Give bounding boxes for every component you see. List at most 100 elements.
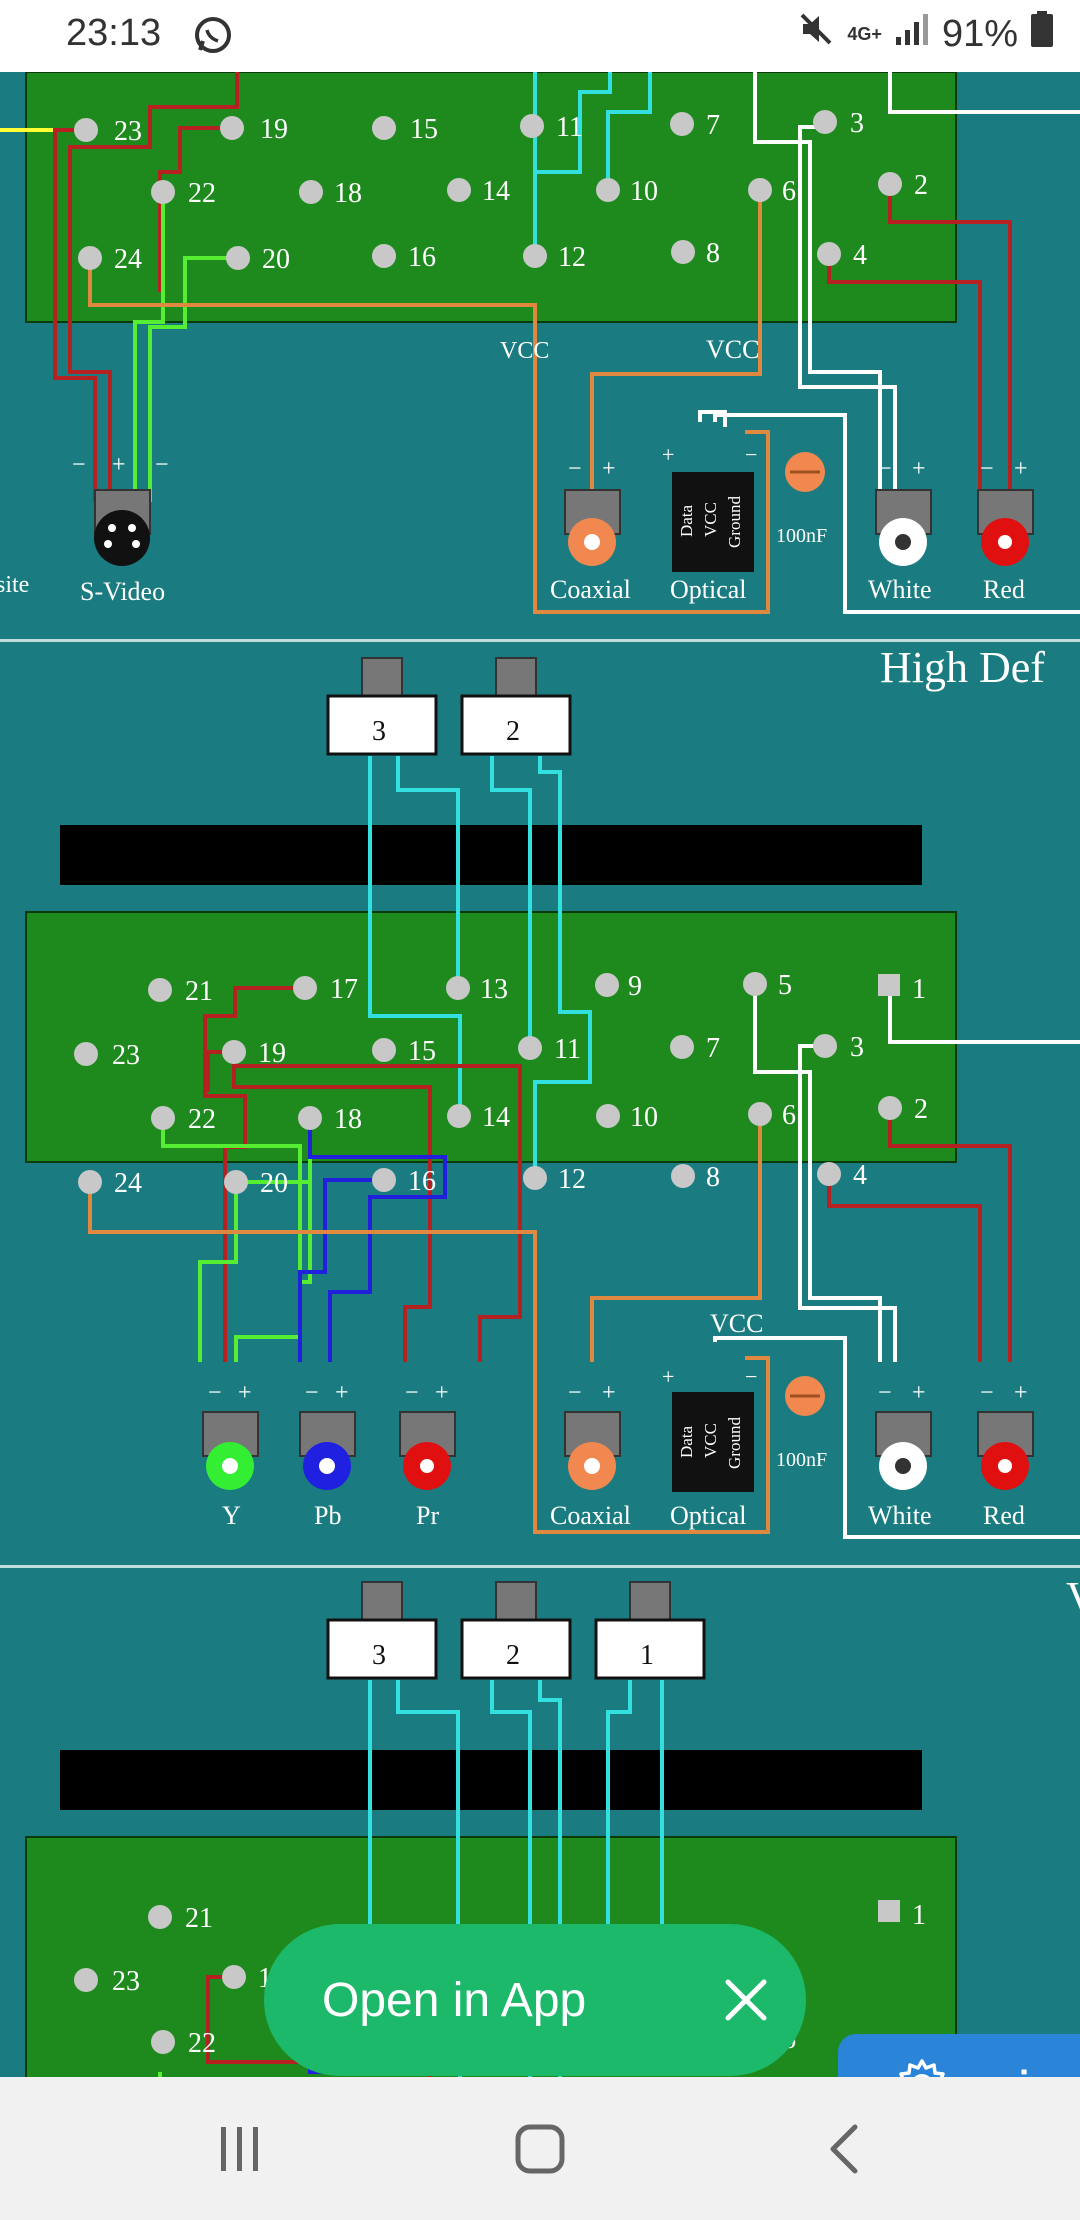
svg-text:1: 1: [640, 1640, 654, 1671]
svg-text:+: +: [602, 456, 616, 482]
svg-text:−: −: [878, 1380, 892, 1406]
svg-text:6: 6: [782, 1100, 796, 1131]
svg-text:Ground: Ground: [725, 496, 744, 548]
svg-text:15: 15: [410, 114, 438, 145]
svg-text:2: 2: [914, 1094, 928, 1125]
svg-text:−: −: [568, 1380, 582, 1406]
svg-text:7: 7: [706, 1033, 720, 1064]
svg-text:+: +: [435, 1380, 449, 1406]
svg-text:3: 3: [372, 1640, 386, 1671]
pin: 23: [74, 1040, 140, 1071]
panel2-connectors: −+ Y −+ Pb −+ Pr −+ Coaxial VCC +− Da: [202, 1309, 1034, 1530]
pin: 15: [372, 114, 438, 145]
clock: 23:13: [66, 12, 162, 54]
svg-text:VCC: VCC: [710, 1309, 763, 1338]
pin: 12: [523, 1164, 586, 1195]
pin: 19: [220, 114, 288, 145]
svg-text:1: 1: [912, 974, 926, 1005]
svg-text:10: 10: [630, 1102, 658, 1133]
svideo-jack: −+− S-Video: [72, 452, 169, 606]
svg-text:−: −: [72, 452, 86, 478]
svg-text:Pr: Pr: [416, 1501, 439, 1530]
pin: 17: [293, 974, 358, 1005]
battery-level: 91%: [941, 12, 1018, 55]
open-in-app-button[interactable]: Open in App: [264, 1924, 806, 2076]
pin: 7: [670, 110, 720, 141]
pin: 11: [520, 112, 583, 143]
pin: 11: [518, 1034, 581, 1065]
pr-jack: −+ Pr: [399, 1380, 456, 1530]
wiring-diagram[interactable]: 23 19 15 11 7 3 22 18 14 10 6 2 24 20 16…: [0, 72, 1080, 2077]
svg-text:−: −: [980, 456, 994, 482]
pb-jack: −+ Pb: [299, 1380, 356, 1530]
svg-text:16: 16: [408, 242, 436, 273]
pin: 6: [748, 1100, 796, 1131]
svg-text:Ground: Ground: [725, 1417, 744, 1469]
high-def-heading: High Def: [880, 643, 1045, 692]
web-content[interactable]: 23 19 15 11 7 3 22 18 14 10 6 2 24 20 16…: [0, 72, 1080, 2077]
pin: 1: [878, 1900, 926, 1931]
svg-text:+: +: [112, 452, 126, 478]
svg-text:3: 3: [850, 108, 864, 139]
svg-text:+: +: [602, 1380, 616, 1406]
svg-text:−: −: [305, 1380, 319, 1406]
optical-module: VCC +− Data VCC Ground Optical: [662, 1309, 763, 1530]
svg-text:−: −: [405, 1380, 419, 1406]
svg-text:11: 11: [554, 1034, 581, 1065]
svg-text:−: −: [208, 1380, 222, 1406]
privacy-label: priva: [966, 2059, 1080, 2078]
svg-text:VCC: VCC: [701, 502, 720, 537]
panel2-pins: 21 17 13 9 5 1 23 19 15 11 7 3 22 18 14 …: [74, 970, 928, 1199]
svg-text:16: 16: [408, 1166, 436, 1197]
white-jack: −+ White: [868, 456, 932, 604]
svg-text:6: 6: [782, 176, 796, 207]
svg-text:+: +: [1014, 1380, 1028, 1406]
svg-text:1: 1: [912, 1900, 926, 1931]
gear-icon: [892, 2055, 952, 2077]
battery-icon: [1030, 10, 1054, 58]
panel2-switches: 3 2: [326, 657, 572, 756]
svg-text:14: 14: [482, 176, 510, 207]
signal-icon: [894, 11, 930, 57]
svg-text:19: 19: [258, 1038, 286, 1069]
svg-text:18: 18: [334, 178, 362, 209]
svg-text:100nF: 100nF: [776, 1449, 827, 1471]
pin: 18: [299, 178, 362, 209]
svg-text:+: +: [335, 1380, 349, 1406]
coaxial-jack: −+ Coaxial: [550, 1380, 631, 1530]
pin: 21: [148, 1903, 213, 1934]
svg-text:100nF: 100nF: [776, 525, 827, 547]
svg-text:22: 22: [188, 1104, 216, 1135]
capacitor: 100nF: [776, 1376, 827, 1471]
svg-text:+: +: [912, 456, 926, 482]
pin: 23: [74, 116, 142, 147]
pin: 20: [224, 1168, 288, 1199]
navigation-bar: [0, 2077, 1080, 2220]
svg-text:Coaxial: Coaxial: [550, 575, 631, 604]
home-icon[interactable]: [450, 2077, 630, 2220]
svg-text:9: 9: [628, 971, 642, 1002]
svg-text:+: +: [912, 1380, 926, 1406]
pin: 15: [372, 1036, 436, 1067]
pin: 4: [817, 240, 867, 271]
svg-text:21: 21: [185, 976, 213, 1007]
mute-icon: [797, 10, 835, 58]
privacy-settings-button[interactable]: priva: [838, 2034, 1080, 2077]
svg-text:24: 24: [114, 244, 142, 275]
whatsapp-icon: [192, 14, 234, 60]
svg-text:23: 23: [112, 1040, 140, 1071]
pin: 6: [748, 176, 796, 207]
recents-icon[interactable]: [150, 2077, 330, 2220]
svg-text:−: −: [878, 456, 892, 482]
svg-text:Coaxial: Coaxial: [550, 1501, 631, 1530]
svg-text:4: 4: [853, 240, 867, 271]
capacitor: 100nF: [776, 452, 827, 547]
pin: 16: [372, 1166, 436, 1197]
back-icon[interactable]: [755, 2077, 935, 2220]
close-icon[interactable]: [686, 1924, 806, 2076]
network-type: 4G+: [847, 24, 882, 44]
svg-text:S-Video: S-Video: [80, 577, 165, 606]
svg-text:12: 12: [558, 1164, 586, 1195]
panel1-connectors: site −+− S-Video −+ Coaxial VCC +− Data …: [0, 335, 1034, 606]
pin: 19: [222, 1038, 286, 1069]
